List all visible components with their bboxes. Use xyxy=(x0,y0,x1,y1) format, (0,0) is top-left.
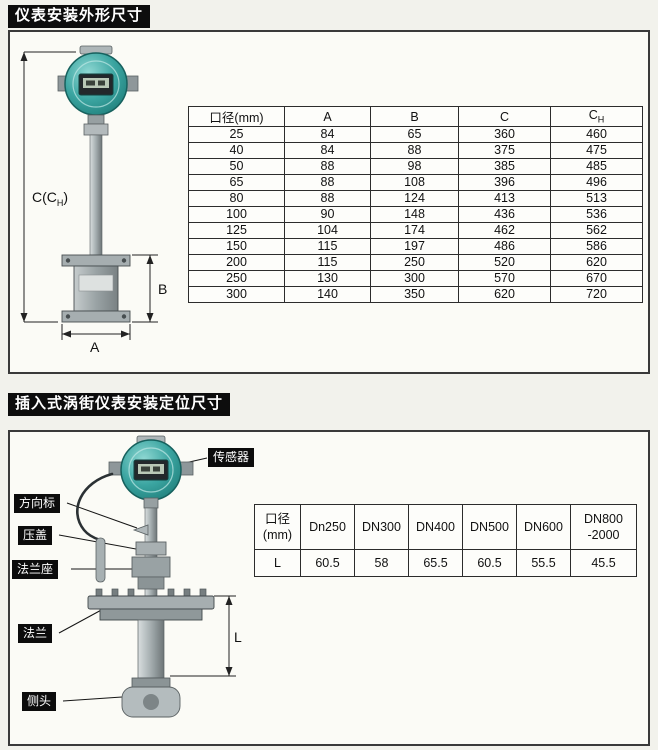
section2-panel: 传感器 方向标 压盖 法兰座 法兰 侧头 L 口径 (mm) Dn250 DN3… xyxy=(8,430,650,746)
col-header-diameter: 口径(mm) xyxy=(188,106,285,127)
col-header-b: B xyxy=(370,106,459,127)
callout-gland: 压盖 xyxy=(18,526,53,546)
direction-pointer xyxy=(132,524,149,536)
lower-flange xyxy=(61,310,131,323)
insertion-pipe xyxy=(137,619,165,679)
dim-c-lines xyxy=(20,51,76,323)
col-header-c: C xyxy=(458,106,551,127)
support-tube xyxy=(89,134,103,256)
col-header-dn250: Dn250 xyxy=(300,504,355,550)
col-header-dn400: DN400 xyxy=(408,504,463,550)
callout-flange-seat: 法兰座 xyxy=(12,560,59,580)
side-probe xyxy=(95,537,106,583)
callout-flange: 法兰 xyxy=(18,624,53,644)
flowmeter-outline-diagram xyxy=(20,45,158,340)
flange-seat xyxy=(131,556,171,578)
col-header-dn800-2000: DN800 -2000 xyxy=(570,504,637,550)
table-header-row: 口径 (mm) Dn250 DN300 DN400 DN500 DN600 DN… xyxy=(254,504,637,550)
section1-title: 仪表安装外形尺寸 xyxy=(8,5,151,28)
col-header-ch: CH xyxy=(550,106,643,127)
col-header-dn600: DN600 xyxy=(516,504,571,550)
upper-flange xyxy=(61,254,131,267)
insertion-flowmeter-diagram xyxy=(58,435,236,718)
insertion-flowmeter-illustration xyxy=(76,435,215,718)
flowmeter-illustration xyxy=(57,45,139,323)
dim-label-c: C(CH) xyxy=(32,189,69,208)
dim-label-a: A xyxy=(90,339,100,355)
callout-sensor: 传感器 xyxy=(208,448,255,468)
col-header-dn300: DN300 xyxy=(354,504,409,550)
dim-l-lines xyxy=(170,595,236,677)
insertion-dimension-table: 口径 (mm) Dn250 DN300 DN400 DN500 DN600 DN… xyxy=(254,504,637,577)
callout-direction-marker: 方向标 xyxy=(14,494,61,514)
table-header-row: 口径(mm) A B C CH xyxy=(188,106,643,127)
table-row: L 60.5 58 65.5 60.5 55.5 45.5 xyxy=(254,549,637,577)
dim-b-lines xyxy=(132,254,158,323)
col-header-diameter: 口径 (mm) xyxy=(254,504,301,550)
dim-label-l: L xyxy=(234,629,242,645)
col-header-a: A xyxy=(284,106,371,127)
col-header-dn500: DN500 xyxy=(462,504,517,550)
gland xyxy=(135,541,167,556)
section2-title: 插入式涡街仪表安装定位尺寸 xyxy=(8,393,231,416)
row-label-l: L xyxy=(254,549,301,577)
dim-a-lines xyxy=(61,324,131,340)
signal-cable xyxy=(76,472,114,542)
dim-label-b: B xyxy=(158,281,168,297)
flange-plate xyxy=(87,595,215,610)
callout-probe: 侧头 xyxy=(22,692,57,712)
nameplate xyxy=(78,274,114,292)
